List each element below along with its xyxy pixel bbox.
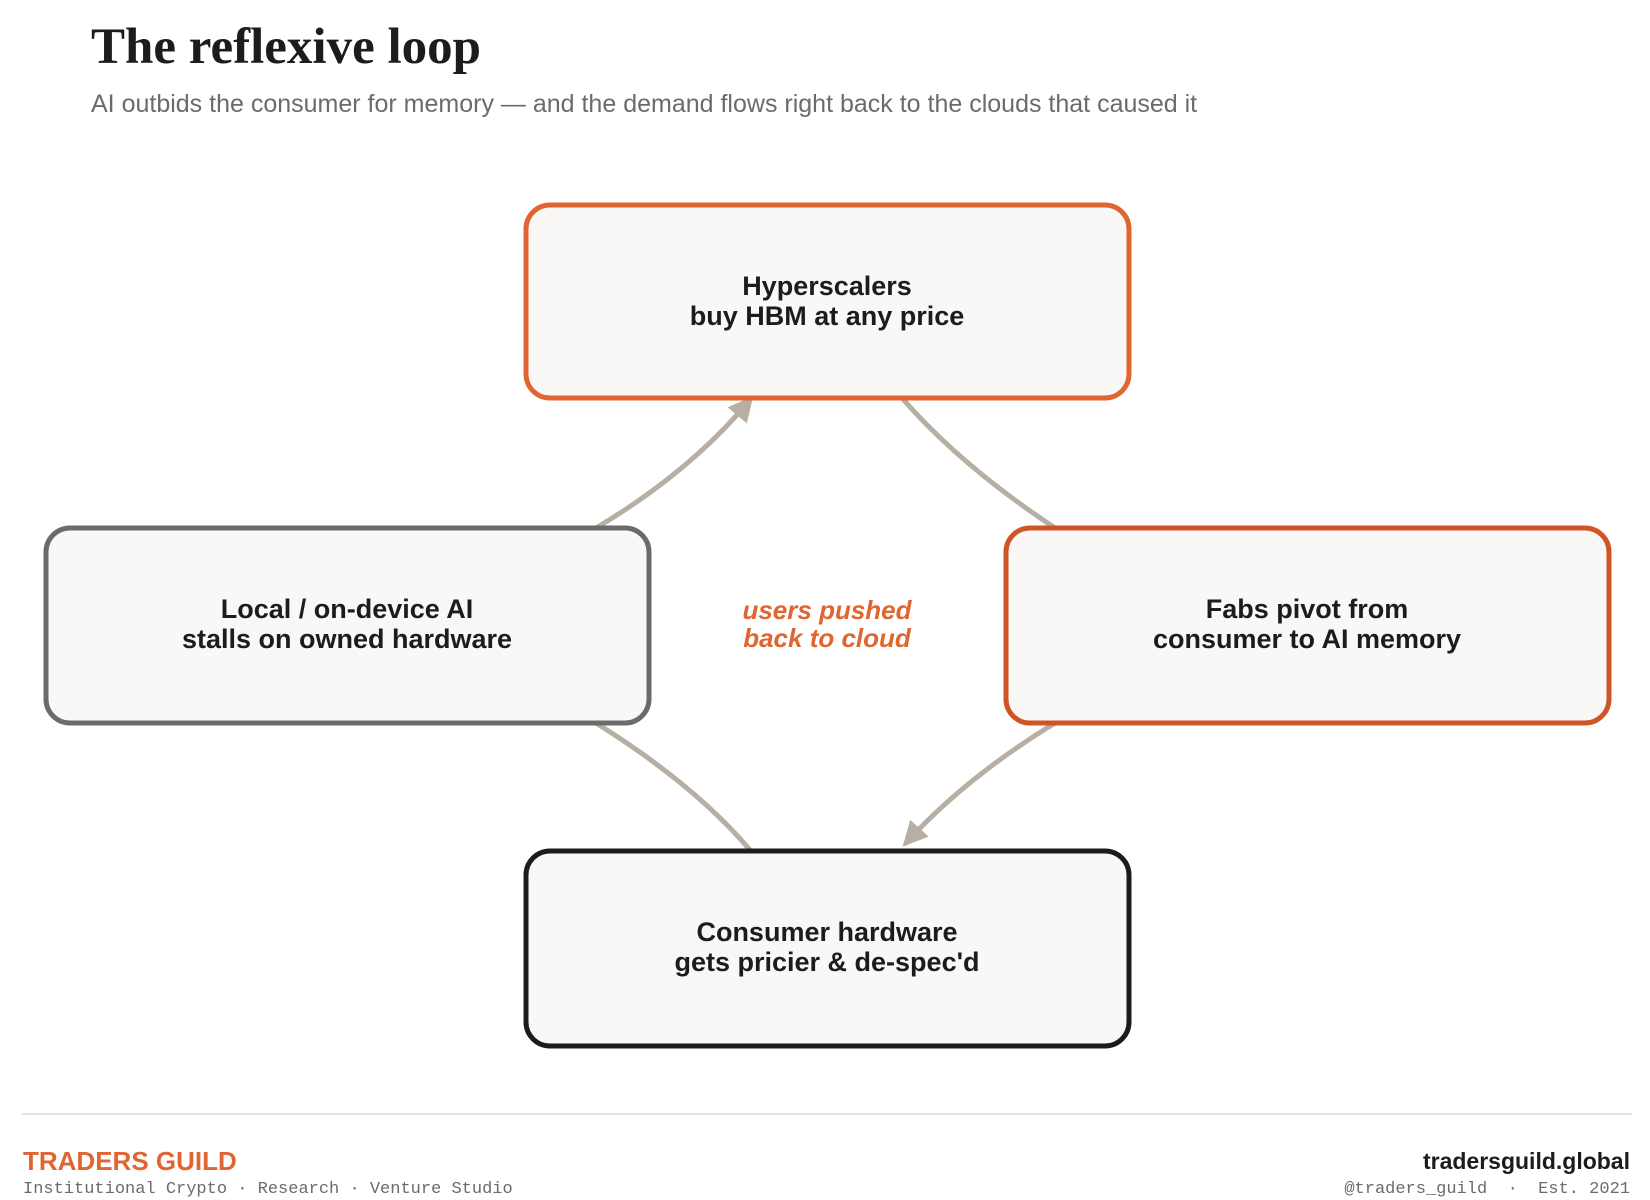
social-handle: @traders_guild · Est. 2021 — [1344, 1180, 1630, 1199]
center-label-line-2: back to cloud — [743, 623, 912, 653]
node-local-line-1: Local / on-device AI — [221, 594, 474, 624]
footer-divider — [22, 1113, 1632, 1115]
node-fabs-line-2: consumer to AI memory — [1153, 624, 1461, 654]
reflexive-loop-diagram: Hyperscalers buy HBM at any price Fabs p… — [43, 202, 1612, 1049]
diagram-title: The reflexive loop — [91, 19, 481, 75]
arrow-hyperscalers-to-fabs — [899, 395, 1058, 531]
brand-name: TRADERS GUILD — [23, 1146, 237, 1176]
website-link[interactable]: tradersguild.global — [1422, 1148, 1630, 1174]
node-consumer-line-2: gets pricier & de-spec'd — [674, 947, 979, 977]
brand-tagline: Institutional Crypto · Research · Ventur… — [23, 1180, 513, 1199]
node-hyperscalers: Hyperscalers buy HBM at any price — [523, 202, 1132, 401]
node-fabs: Fabs pivot from consumer to AI memory — [1003, 525, 1612, 726]
node-consumer-hardware: Consumer hardware gets pricier & de-spec… — [523, 848, 1132, 1049]
arrow-local-to-hyperscalers — [593, 396, 754, 531]
node-hyperscalers-line-2: buy HBM at any price — [690, 301, 965, 331]
node-consumer-line-1: Consumer hardware — [696, 917, 957, 947]
node-local-line-2: stalls on owned hardware — [182, 624, 512, 654]
node-hyperscalers-line-1: Hyperscalers — [742, 271, 912, 301]
diagram-subtitle: AI outbids the consumer for memory — and… — [91, 90, 1198, 118]
arrow-fabs-to-consumer — [902, 720, 1058, 847]
node-fabs-line-1: Fabs pivot from — [1206, 594, 1409, 624]
arrow-consumer-to-local — [593, 720, 753, 853]
node-local-ai: Local / on-device AI stalls on owned har… — [43, 525, 652, 726]
center-label-line-1: users pushed — [742, 595, 912, 625]
